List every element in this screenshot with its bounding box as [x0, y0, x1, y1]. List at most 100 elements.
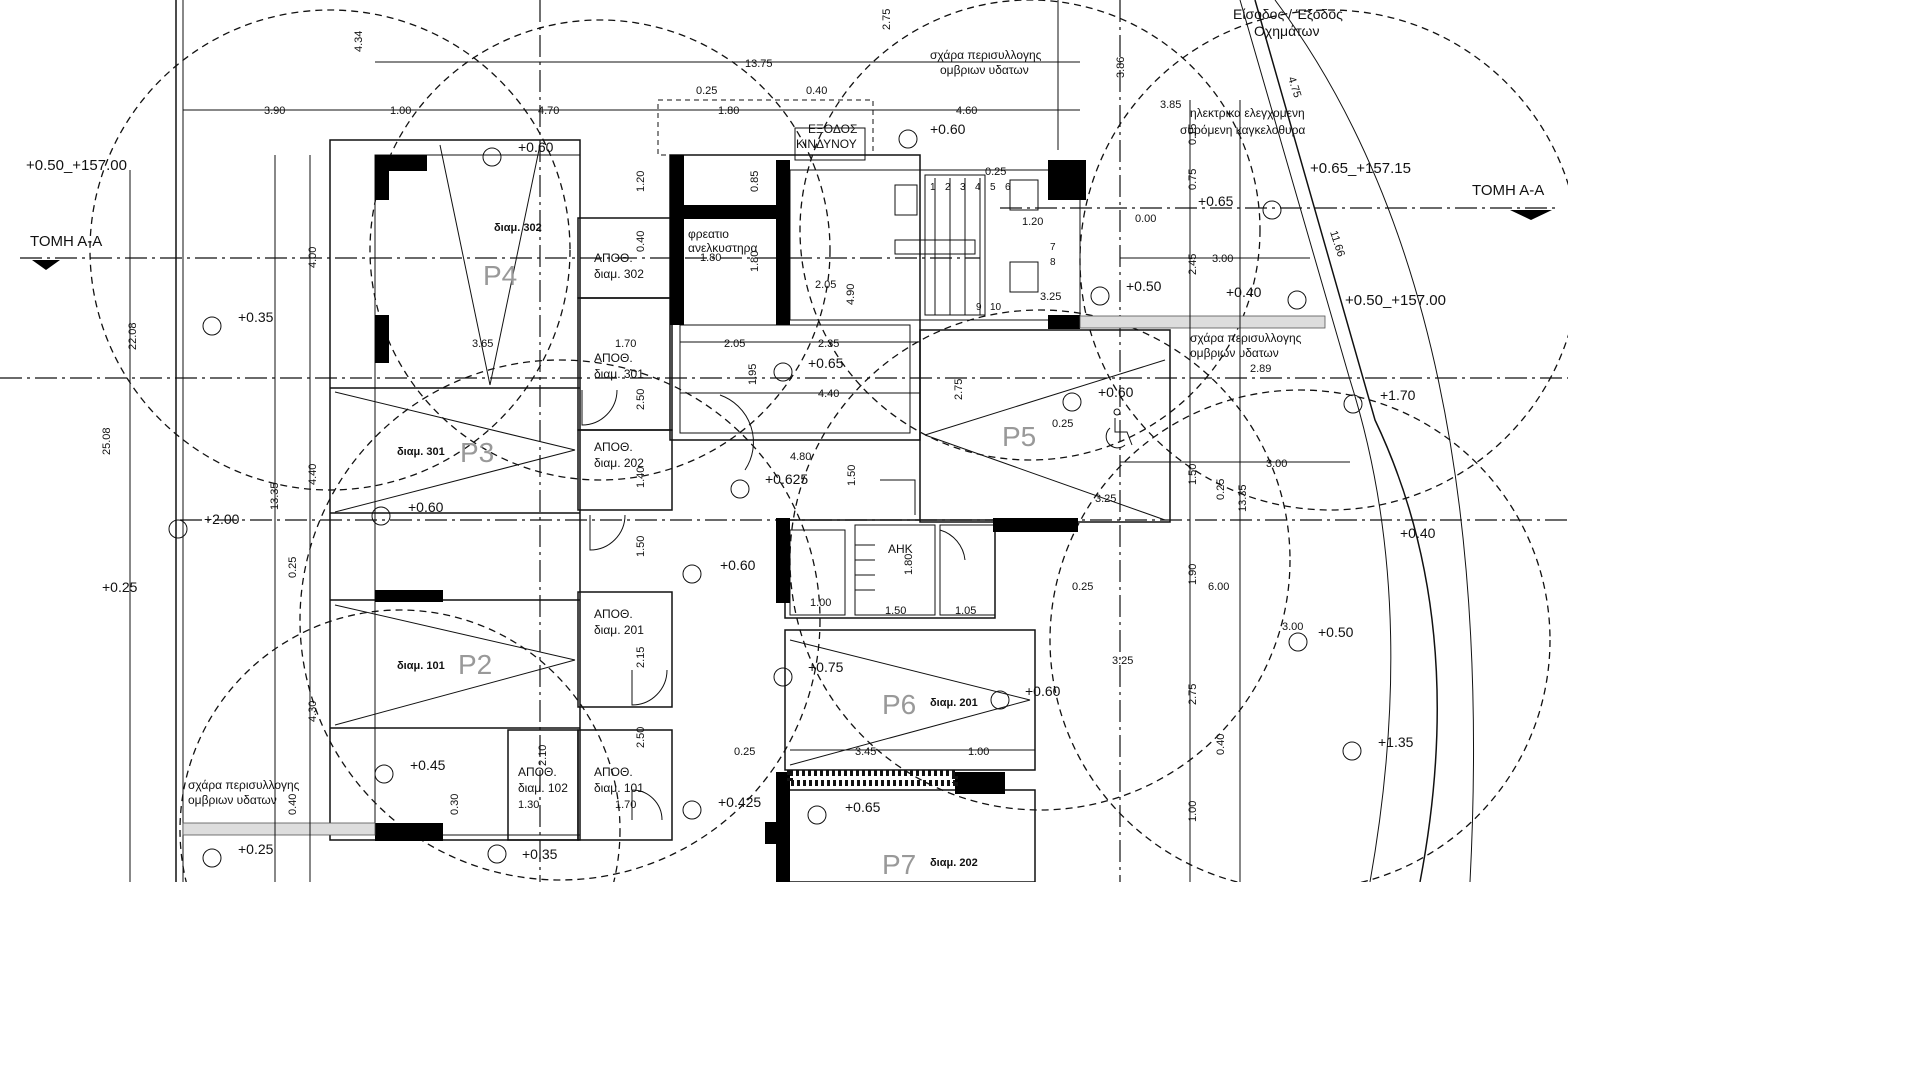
dim-text: 3.85: [1160, 99, 1181, 111]
dim-text: 4.90: [845, 284, 857, 305]
level-text: +0.40: [1400, 525, 1436, 541]
level-text: +0.60: [720, 557, 756, 573]
parking-p7: P7: [882, 849, 916, 880]
dim-text: 1.80: [749, 251, 761, 272]
dimension-labels: 13.75 3.90 1.00 4.70 4.60 1.80 0.25 0.40…: [264, 58, 1303, 811]
parking-p4: P4: [483, 260, 517, 291]
parking-unit-301: διαμ. 301: [397, 446, 445, 458]
architectural-floor-plan: ΤΟΜΗ Α-Α ΤΟΜΗ Α-Α Είσοδος / Έξοδος Οχημά…: [0, 0, 1568, 882]
emergency-exit-label: ΕΞΟΔΟΣ: [808, 122, 857, 136]
dim-text: 3.25: [1040, 291, 1061, 303]
dim-text: 0.25: [1072, 581, 1093, 593]
dim-text: 2.75: [1187, 684, 1199, 705]
parking-unit-201: διαμ. 201: [930, 697, 978, 709]
storage-201-label: ΑΠΟΘ.: [594, 607, 633, 621]
dim-text: 0.00: [1135, 213, 1156, 225]
dim-text: 1.80: [700, 252, 721, 264]
dim-text: 2.50: [635, 727, 647, 748]
storage-101-label: ΑΠΟΘ.: [594, 765, 633, 779]
dim-text: 1.00: [1187, 801, 1199, 822]
grate-label-right-2: ομβριων υδατων: [1190, 346, 1279, 360]
svg-text:2: 2: [945, 182, 951, 193]
dim-text: 3.00: [1282, 621, 1303, 633]
entrance-label: Είσοδος / Έξοδος: [1233, 6, 1343, 22]
storage-102-unit: διαμ. 102: [518, 781, 568, 795]
dim-text: 0.40: [1215, 734, 1227, 755]
dim-text: 0.30: [449, 794, 461, 815]
dim-text: 0.25: [734, 746, 755, 758]
dim-text: 1.00: [968, 746, 989, 758]
dim-text: 1.00: [390, 105, 411, 117]
dim-text: 0.75: [1187, 169, 1199, 190]
level-text: +0.45: [410, 757, 446, 773]
section-lines: [0, 0, 1568, 882]
section-label-left: ΤΟΜΗ Α-Α: [30, 233, 102, 250]
door-swings: [581, 389, 966, 821]
section-label-right: ΤΟΜΗ Α-Α: [1472, 182, 1544, 199]
dim-text: 3.00: [1266, 458, 1287, 470]
level-text: +1.35: [1378, 734, 1414, 750]
parking-bay-diagonals: [334, 144, 1166, 766]
dim-text: 1.80: [903, 554, 915, 575]
dim-text: 1.40: [635, 467, 647, 488]
elevator-shaft-label-2: ανελκυστηρα: [688, 241, 757, 255]
dim-text: 0.15: [1187, 124, 1199, 145]
level-157-left: +0.50_+157.00: [26, 157, 127, 174]
level-text: +0.25: [102, 579, 138, 595]
dim-text: 11.66: [1327, 229, 1347, 258]
dim-text: 0.40: [287, 794, 299, 815]
level-text: +0.65: [1198, 193, 1234, 209]
dim-text: 4.60: [956, 105, 977, 117]
level-text: +0.75: [808, 659, 844, 675]
parking-labels: P4 P3 P2 P5 P6 P7: [458, 260, 1036, 880]
level-text: +0.40: [1226, 284, 1262, 300]
storage-202-label: ΑΠΟΘ.: [594, 440, 633, 454]
dim-text: 13.75: [745, 58, 773, 70]
dim-text: 4.80: [790, 451, 811, 463]
emergency-exit-label-2: ΚΙΝΔΥΝΟΥ: [796, 137, 857, 151]
dim-text: 4.34: [353, 31, 365, 52]
structural-columns: [375, 155, 1086, 882]
dim-text: 1.50: [846, 465, 858, 486]
level-text: +0.50: [1126, 278, 1162, 294]
level-text: +1.70: [1380, 387, 1416, 403]
dim-text: 2.89: [1250, 363, 1271, 375]
dim-text: 2.05: [815, 279, 836, 291]
dim-text: 3.00: [1212, 253, 1233, 265]
rainwater-grates: [182, 315, 1326, 836]
dim-text: 6.00: [1208, 581, 1229, 593]
parking-unit-302: διαμ. 302: [494, 222, 542, 234]
level-text: +2.00: [204, 511, 240, 527]
dim-text: 2.15: [635, 647, 647, 668]
accessible-parking-icon: [1105, 408, 1133, 449]
storage-201-unit: διαμ. 201: [594, 623, 644, 637]
level-text: +0.60: [518, 139, 554, 155]
dim-text: 0.85: [749, 171, 761, 192]
dim-text: 1.30: [518, 799, 539, 811]
dim-text: 3.90: [264, 105, 285, 117]
grate-label-top: σχάρα περισυλλογης: [930, 48, 1042, 62]
dim-text: 1.95: [747, 364, 759, 385]
elevator-shaft-label: φρεατιο: [688, 227, 729, 241]
level-text: +0.65: [808, 355, 844, 371]
parking-unit-202: διαμ. 202: [930, 857, 978, 869]
level-text: +0.60: [408, 499, 444, 515]
level-text: +0.60: [930, 121, 966, 137]
dim-text: 4.30: [307, 701, 319, 722]
dim-text: 1.90: [1187, 564, 1199, 585]
ahk-label: ΑΗΚ: [888, 542, 913, 556]
level-markers: [168, 129, 1363, 868]
dim-text: 1.70: [615, 338, 636, 350]
gate-label-2: συρόμενη καγκελοθυρα: [1180, 123, 1305, 137]
svg-text:7: 7: [1050, 242, 1056, 253]
level-text: +0.65: [845, 799, 881, 815]
dimension-lines: [129, 61, 1350, 882]
dim-text: 1.50: [885, 605, 906, 617]
level-text: +0.60: [1025, 683, 1061, 699]
dim-text: 3.25: [1112, 655, 1133, 667]
svg-text:6: 6: [1005, 182, 1011, 193]
level-text: +0.35: [522, 846, 558, 862]
grate-label-top-2: ομβριων υδατων: [940, 63, 1029, 77]
level-text: +0.50: [1318, 624, 1354, 640]
dim-text: 1.80: [718, 105, 739, 117]
